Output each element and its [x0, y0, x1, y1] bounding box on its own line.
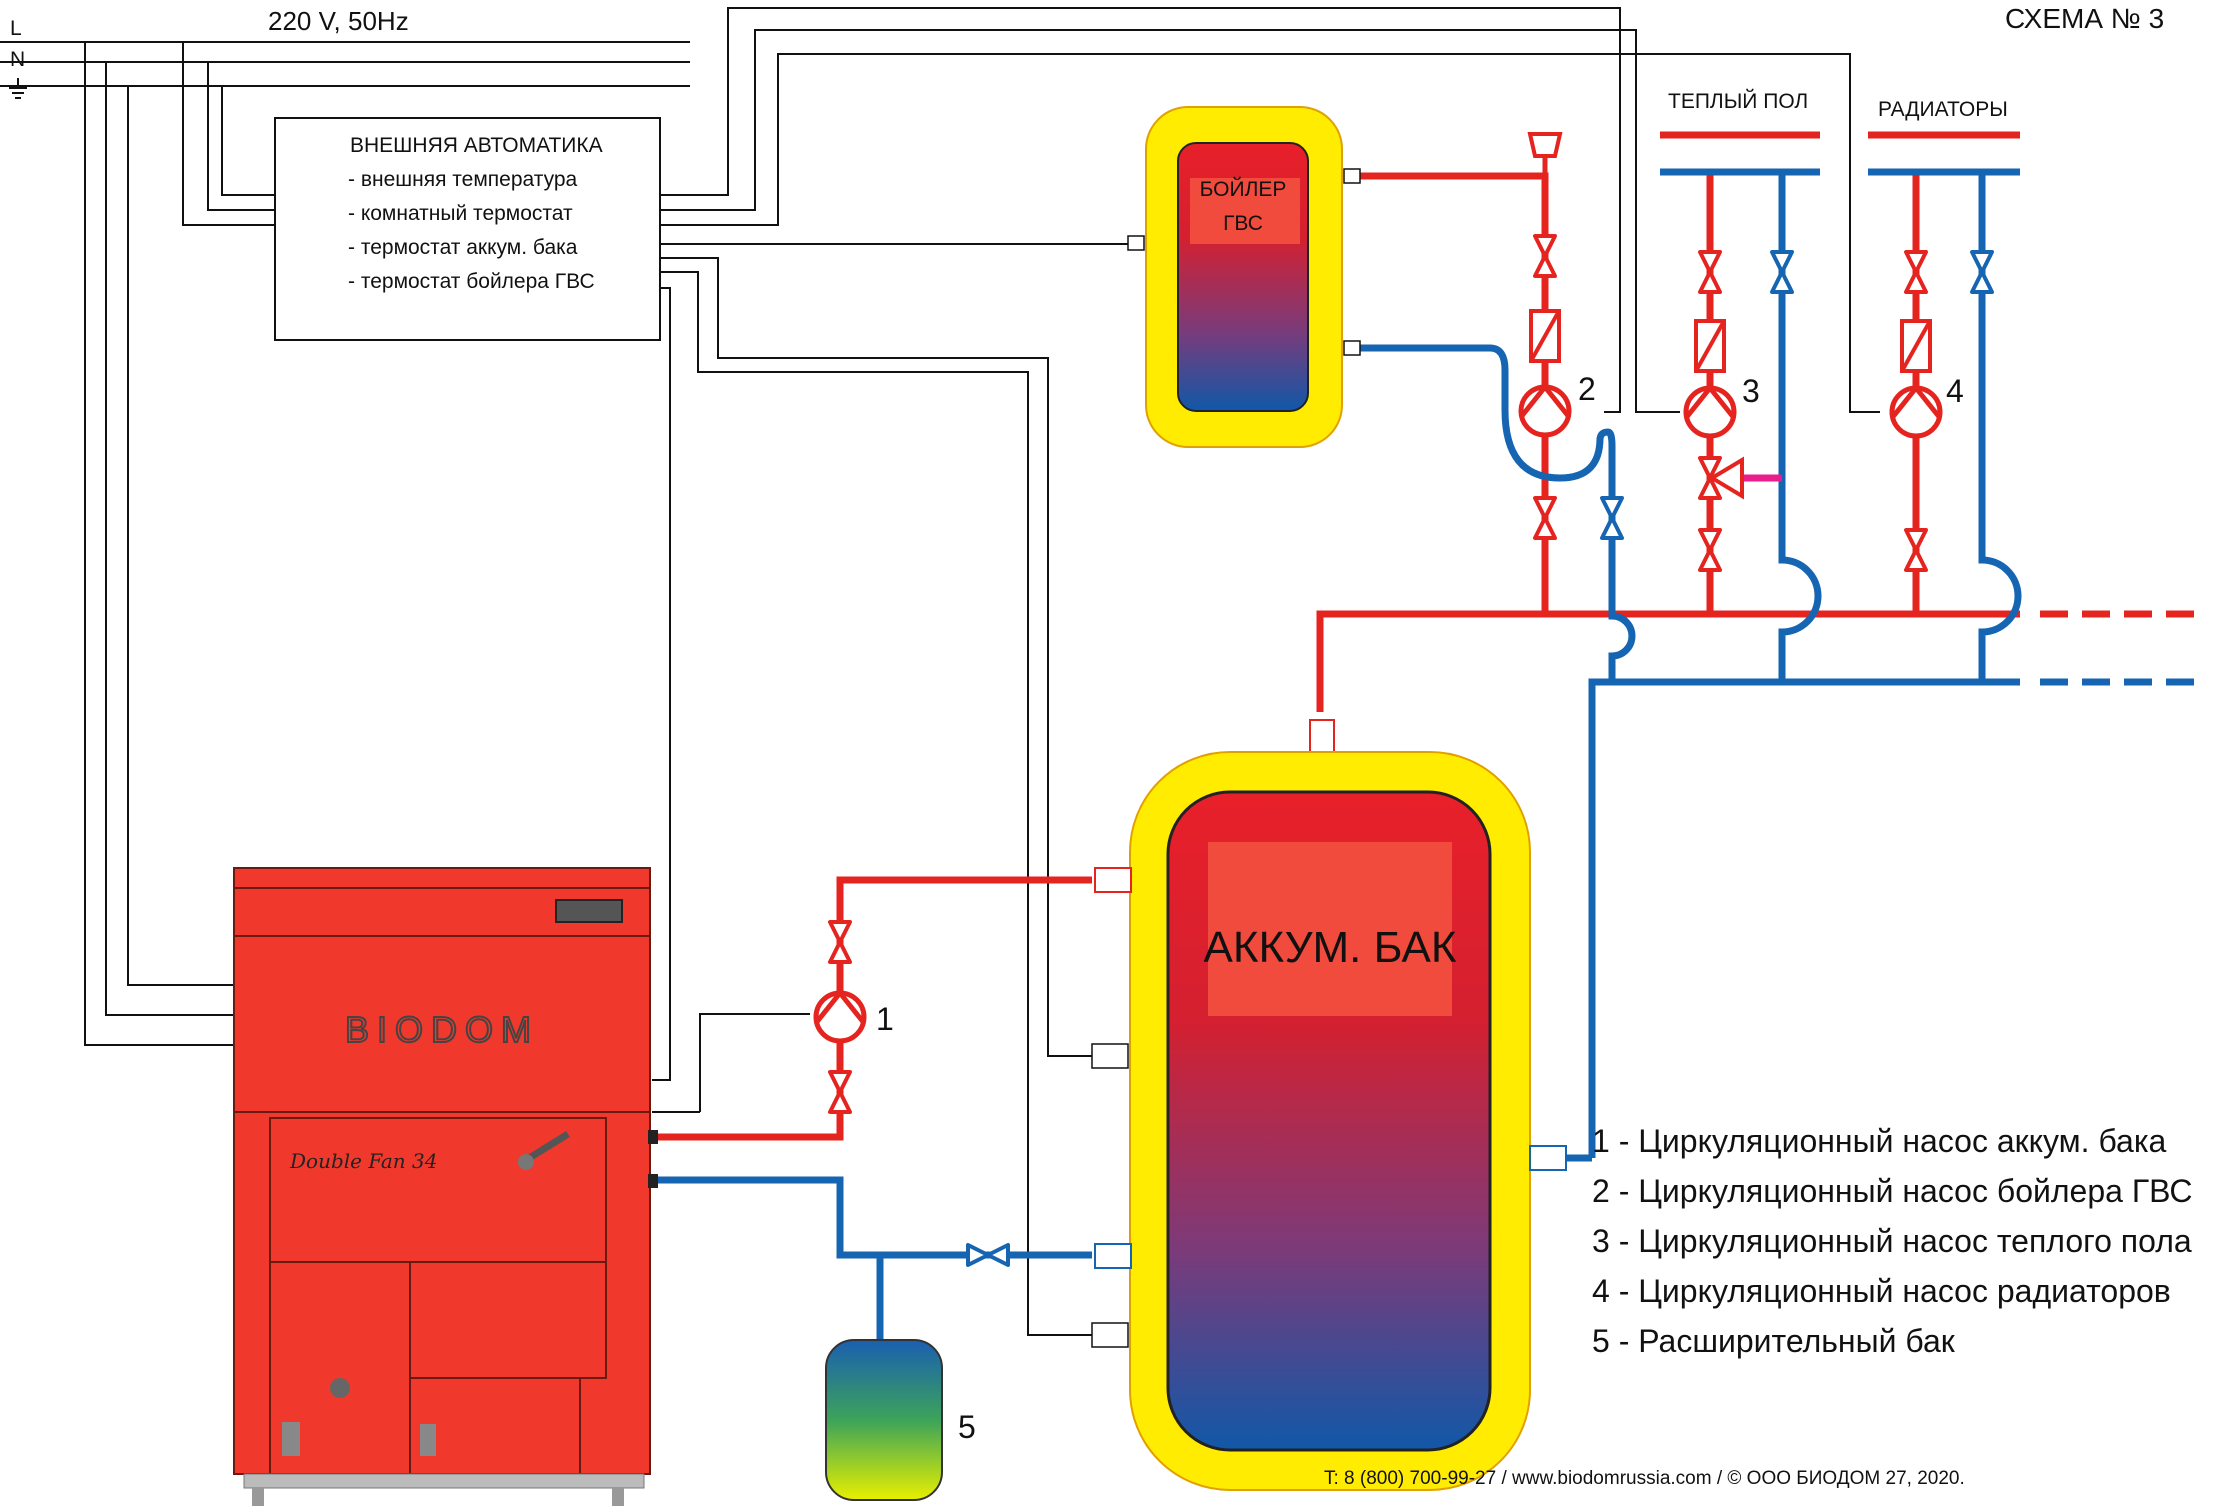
expansion-number-5: 5 [958, 1409, 976, 1445]
boiler-brand-logo: BIODOM [345, 1009, 539, 1050]
air-vent-icon [1527, 132, 1563, 176]
line-l-label: L [10, 17, 22, 40]
power-lines: L N 220 V, 50Hz [0, 6, 690, 99]
pump-number-2: 2 [1578, 371, 1596, 407]
pump-number-1: 1 [876, 1001, 894, 1037]
fittings [816, 132, 1994, 1267]
line-n-label: N [10, 48, 25, 71]
circuit-label-radiators: РАДИАТОРЫ [1878, 98, 2008, 121]
power-supply-label: 220 V, 50Hz [268, 6, 409, 36]
boiler-model-label: Double Fan 34 [289, 1149, 437, 1173]
automation-item: - внешняя температура [348, 168, 578, 191]
dhw-boiler-label-2: ГВС [1223, 212, 1263, 235]
automation-title: ВНЕШНЯЯ АВТОМАТИКА [350, 134, 603, 157]
automation-item: - комнатный термостат [348, 202, 573, 225]
legend-item: 2 - Циркуляционный насос бойлера ГВС [1592, 1173, 2193, 1209]
footer-copyright: T: 8 (800) 700-99-27 / www.biodomrussia.… [1324, 1468, 1965, 1489]
legend-item: 5 - Расширительный бак [1592, 1323, 1956, 1359]
return-pipes [650, 168, 2200, 1340]
automation-item: - термостат аккум. бака [348, 236, 578, 259]
automation-item: - термостат бойлера ГВС [348, 270, 595, 293]
external-automation-box: ВНЕШНЯЯ АВТОМАТИКА - внешняя температура… [274, 117, 661, 341]
dhw-boiler-label-1: БОЙЛЕР [1200, 177, 1287, 201]
inspection-port-icon [330, 1378, 350, 1398]
pump-number-3: 3 [1742, 373, 1760, 409]
legend-item: 3 - Циркуляционный насос теплого пола [1592, 1223, 2192, 1259]
buffer-tank: АККУМ. БАК [1091, 719, 1567, 1491]
pump-number-4: 4 [1946, 373, 1964, 409]
control-wires [84, 7, 1880, 1336]
expansion-tank [825, 1339, 943, 1501]
legend: 1 - Циркуляционный насос аккум. бака 2 -… [1592, 1123, 2193, 1359]
legend-item: 4 - Циркуляционный насос радиаторов [1592, 1273, 2171, 1309]
ground-icon [9, 78, 27, 99]
lever-icon [518, 1131, 570, 1170]
dhw-boiler: БОЙЛЕР ГВС [1127, 106, 1361, 448]
scheme-title: СХЕМА № 3 [2005, 3, 2164, 34]
legend-item: 1 - Циркуляционный насос аккум. бака [1592, 1123, 2167, 1159]
buffer-tank-label: АККУМ. БАК [1203, 923, 1456, 972]
circuit-label-floor: ТЕПЛЫЙ ПОЛ [1668, 89, 1808, 113]
solid-fuel-boiler: BIODOM Double Fan 34 [233, 867, 658, 1506]
